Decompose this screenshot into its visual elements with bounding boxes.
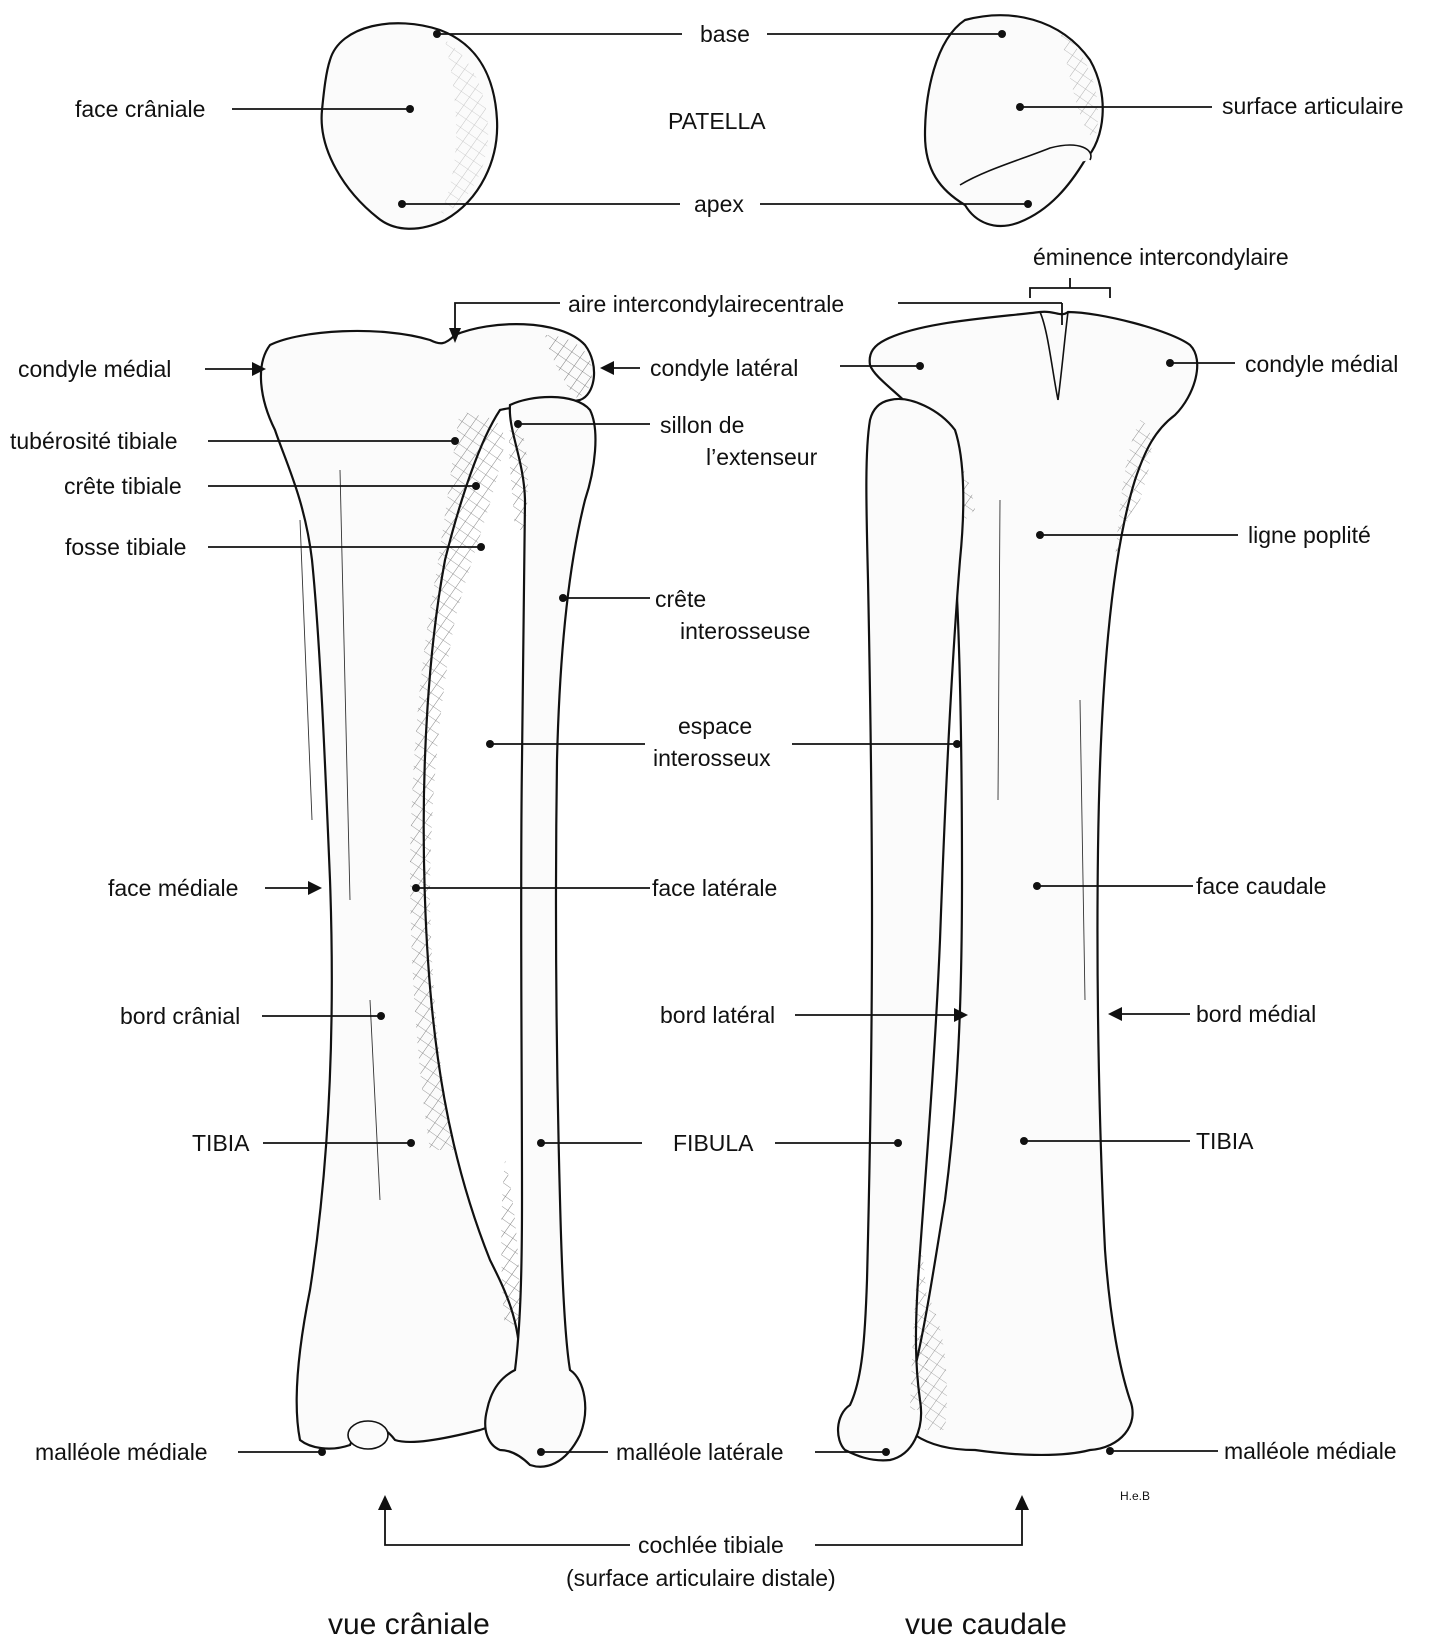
label-face-caudale: face caudale: [1196, 873, 1326, 899]
label-crete-interosseuse-1: crête: [655, 586, 706, 612]
labels: base PATELLA face crâniale surface artic…: [10, 21, 1404, 1641]
label-cochlee-1: cochlée tibiale: [638, 1532, 784, 1558]
label-aire-intercondylaire: aire intercondylairecentrale: [568, 291, 844, 317]
label-condyle-medial-left: condyle médial: [18, 356, 171, 382]
label-cochlee-2: (surface articulaire distale): [566, 1565, 836, 1591]
label-face-laterale: face latérale: [652, 875, 777, 901]
label-vue-craniale: vue crâniale: [328, 1608, 490, 1641]
label-crete-interosseuse-2: interosseuse: [680, 618, 810, 644]
patella-caudal: [925, 15, 1103, 226]
label-tuberosite: tubérosité tibiale: [10, 428, 178, 454]
label-face-craniale: face crâniale: [75, 96, 205, 122]
label-eminence: éminence intercondylaire: [1033, 244, 1289, 270]
label-face-mediale: face médiale: [108, 875, 238, 901]
label-malleole-laterale: malléole latérale: [616, 1439, 783, 1465]
label-espace-2: interosseux: [653, 745, 771, 771]
label-bord-cranial: bord crânial: [120, 1003, 240, 1029]
label-apex: apex: [694, 191, 744, 217]
label-malleole-mediale-right: malléole médiale: [1224, 1438, 1397, 1464]
label-vue-caudale: vue caudale: [905, 1608, 1067, 1641]
label-fibula: FIBULA: [673, 1130, 754, 1156]
label-espace-1: espace: [678, 713, 752, 739]
label-bord-lateral: bord latéral: [660, 1002, 775, 1028]
label-sillon-1: sillon de: [660, 412, 744, 438]
label-crete-tibiale: crête tibiale: [64, 473, 182, 499]
artist-signature: H.e.B: [1120, 1489, 1150, 1503]
label-tibia-right: TIBIA: [1196, 1128, 1254, 1154]
label-condyle-lateral: condyle latéral: [650, 355, 798, 381]
label-ligne-poplite: ligne poplité: [1248, 522, 1371, 548]
label-sillon-2: l’extenseur: [706, 444, 818, 470]
label-surface-articulaire: surface articulaire: [1222, 93, 1404, 119]
label-base: base: [700, 21, 750, 47]
label-condyle-medial-right: condyle médial: [1245, 351, 1398, 377]
label-fosse-tibiale: fosse tibiale: [65, 534, 186, 560]
label-malleole-mediale-left: malléole médiale: [35, 1439, 208, 1465]
label-patella-title: PATELLA: [668, 108, 766, 134]
patella-cranial: [322, 23, 498, 229]
label-bord-medial: bord médial: [1196, 1001, 1316, 1027]
label-tibia-left: TIBIA: [192, 1130, 250, 1156]
